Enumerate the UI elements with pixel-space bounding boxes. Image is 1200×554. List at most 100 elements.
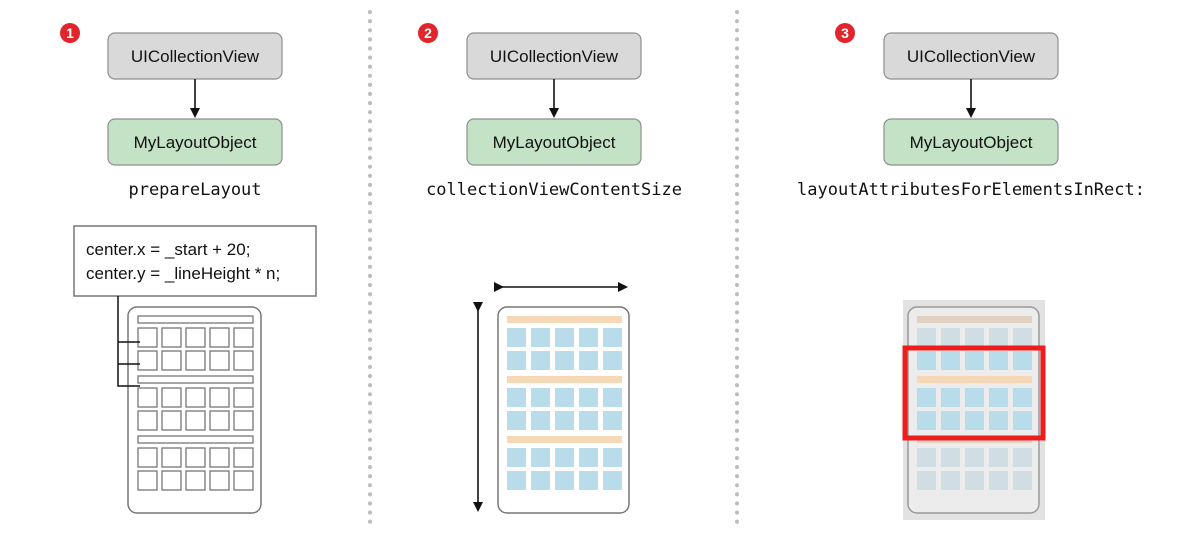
collection-cell	[603, 471, 622, 490]
section-header	[137, 375, 254, 384]
panel-prepare-layout: 1 UICollectionView MyLayoutObject prepar…	[60, 23, 317, 514]
collection-cell	[917, 448, 936, 467]
section-header	[917, 376, 1032, 383]
collection-cell	[233, 350, 254, 371]
mylayoutobject-label: MyLayoutObject	[910, 133, 1033, 152]
collection-cell	[579, 411, 598, 430]
collection-cell	[137, 387, 158, 408]
collection-cell	[989, 351, 1008, 370]
uicollectionview-label: UICollectionView	[907, 47, 1036, 66]
collection-cell	[917, 411, 936, 430]
collection-cell	[917, 388, 936, 407]
collection-cell	[555, 388, 574, 407]
collection-cell	[555, 448, 574, 467]
collection-cell	[1013, 471, 1032, 490]
collection-cell	[1013, 411, 1032, 430]
collection-cell	[579, 351, 598, 370]
collection-cell	[161, 350, 182, 371]
collection-cell	[531, 471, 550, 490]
step-badge	[835, 23, 855, 43]
collection-cell	[917, 351, 936, 370]
collection-cell	[185, 350, 206, 371]
collection-cell	[555, 351, 574, 370]
collection-cell	[209, 350, 230, 371]
collection-cell	[507, 388, 526, 407]
method-name: collectionViewContentSize	[426, 180, 682, 200]
collection-cell	[603, 328, 622, 347]
collection-cell	[233, 447, 254, 468]
method-name: prepareLayout	[128, 180, 261, 200]
collection-cell	[531, 328, 550, 347]
collection-cell	[603, 351, 622, 370]
collection-cell	[161, 327, 182, 348]
collection-cell	[209, 410, 230, 431]
collection-cell	[531, 351, 550, 370]
collection-cell	[209, 470, 230, 491]
collection-cell	[233, 410, 254, 431]
collection-cell	[233, 470, 254, 491]
section-header	[137, 315, 254, 324]
panel-content-size: 2 UICollectionView MyLayoutObject collec…	[418, 23, 682, 514]
collection-cell	[941, 471, 960, 490]
collection-cell	[1013, 388, 1032, 407]
collection-cell	[209, 447, 230, 468]
code-line: center.y = _lineHeight * n;	[86, 264, 280, 283]
item-grid	[917, 316, 1032, 490]
collection-cell	[989, 388, 1008, 407]
code-callout	[73, 225, 317, 297]
panel-elements-in-rect: 3 UICollectionView MyLayoutObject layout…	[797, 23, 1145, 520]
collection-cell	[989, 328, 1008, 347]
visible-rect-highlight	[902, 345, 1046, 441]
collection-cell	[941, 328, 960, 347]
collection-cell	[185, 327, 206, 348]
collection-cell	[603, 411, 622, 430]
collection-cell	[209, 387, 230, 408]
collection-cell	[917, 328, 936, 347]
collection-cell	[137, 327, 158, 348]
collection-cell	[989, 411, 1008, 430]
step-number: 3	[841, 25, 849, 41]
collection-cell	[965, 448, 984, 467]
collection-cell	[989, 471, 1008, 490]
collection-cell	[1013, 328, 1032, 347]
collection-cell	[161, 410, 182, 431]
collection-cell	[579, 388, 598, 407]
step-number: 1	[66, 25, 74, 41]
collection-cell	[965, 471, 984, 490]
collection-cell	[233, 387, 254, 408]
section-header	[137, 435, 254, 444]
collection-cell	[137, 447, 158, 468]
section-header	[507, 376, 622, 383]
item-grid	[137, 315, 254, 491]
section-header	[507, 316, 622, 323]
collection-cell	[1013, 351, 1032, 370]
collection-cell	[941, 448, 960, 467]
collection-cell	[185, 470, 206, 491]
step-number: 2	[424, 25, 432, 41]
collection-cell	[1013, 448, 1032, 467]
collection-cell	[137, 350, 158, 371]
section-header	[917, 316, 1032, 323]
collection-cell	[531, 411, 550, 430]
collection-cell	[137, 470, 158, 491]
collection-cell	[989, 448, 1008, 467]
collection-cell	[965, 328, 984, 347]
collection-cell	[507, 328, 526, 347]
step-badge	[60, 23, 80, 43]
mylayoutobject-node	[107, 118, 283, 166]
code-line: center.x = _start + 20;	[86, 240, 250, 259]
collection-cell	[941, 411, 960, 430]
collection-cell	[941, 351, 960, 370]
collection-cell	[579, 448, 598, 467]
method-name: layoutAttributesForElementsInRect:	[797, 180, 1145, 200]
mylayoutobject-node	[466, 118, 642, 166]
collection-cell	[209, 327, 230, 348]
collection-cell	[965, 351, 984, 370]
collection-cell	[579, 471, 598, 490]
collection-cell	[137, 410, 158, 431]
collection-cell	[603, 388, 622, 407]
collection-cell	[965, 388, 984, 407]
collection-cell	[531, 388, 550, 407]
item-grid	[507, 316, 622, 490]
